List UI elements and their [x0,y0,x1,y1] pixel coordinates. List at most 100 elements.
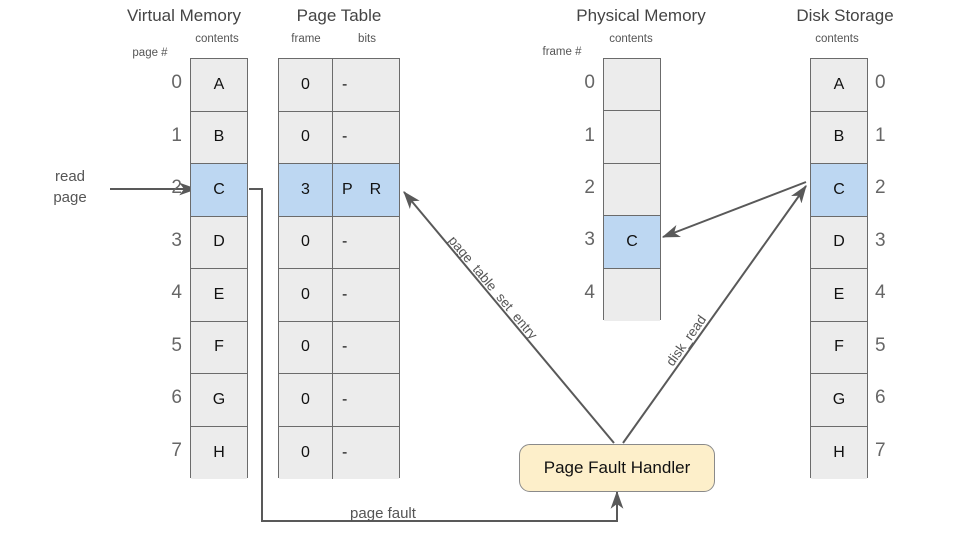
page-table-frame-header: frame [291,33,321,45]
physical-memory-row [604,111,660,164]
physical-memory-cell-contents [604,268,660,321]
virtual-memory-index: 5 [171,334,182,356]
page-table-cell-bits: - [333,269,399,321]
disk-storage-index: 4 [875,282,886,304]
disk-storage-row: A [811,59,867,112]
virtual-memory-index: 7 [171,439,182,461]
page-table-cell-bits: - [333,321,399,373]
physical-memory-cell-contents [604,163,660,216]
virtual-memory-index: 0 [171,72,182,94]
virtual-memory-cell-contents: E [191,269,247,321]
read-page-line1: read [54,168,86,185]
page-table-cell-bits: - [333,111,399,163]
page-table-cell-frame: 0 [279,426,333,479]
page-table-row: 0- [279,111,399,164]
physical-memory-index: 4 [584,281,595,303]
virtual-memory-cell-contents: A [191,59,247,111]
physical-memory-index: 0 [584,72,595,94]
disk-storage-index: 6 [875,387,886,409]
virtual-memory-index: 2 [171,177,182,199]
disk-storage-row: F [811,321,867,374]
page-table-row: 0- [279,321,399,374]
page-table-cell-frame: 0 [279,321,333,373]
disk-storage-row: C [811,164,867,217]
disk-storage-cell-contents: B [811,111,867,163]
disk-storage-cell-contents: G [811,374,867,426]
disk-storage-index: 0 [875,72,886,94]
virtual-memory-index: 4 [171,282,182,304]
physical-memory-row [604,163,660,217]
disk-storage-row: D [811,216,867,269]
page-table-cell-frame: 0 [279,216,333,268]
physical-memory-cell-contents: C [604,216,660,268]
page-fault-handler-box[interactable]: Page Fault Handler [519,444,715,492]
disk-storage-row: E [811,269,867,322]
page-table-cell-frame: 0 [279,59,333,111]
disk-storage-index: 1 [875,124,886,146]
virtual-memory-cell-contents: H [191,426,247,479]
page-table-cell-frame: 3 [279,164,333,216]
virtual-memory-index: 1 [171,124,182,146]
virtual-memory-index-header: page # [132,47,168,59]
virtual-memory-cell-contents: F [191,321,247,373]
disk-storage-contents-header: contents [815,33,859,45]
virtual-memory-row: C [191,164,247,217]
virtual-memory-row: H [191,426,247,479]
disk-storage-cell-contents: E [811,269,867,321]
page-fault-label: page fault [350,505,416,522]
physical-memory-row [604,59,660,112]
disk-storage-row: B [811,111,867,164]
read-page-line2: page [53,189,87,206]
page-table-cell-bits: - [333,216,399,268]
physical-memory-cell-contents [604,111,660,163]
page-table-row: 0- [279,374,399,427]
page-table-cell-bits: - [333,374,399,426]
wire-disk-read [622,185,807,444]
virtual-memory-row: G [191,374,247,427]
virtual-memory-row: F [191,321,247,374]
page-table-cell-frame: 0 [279,374,333,426]
disk-storage-cell-contents: D [811,216,867,268]
physical-memory-index-header: frame # [542,46,582,58]
page-table-cell-bits: - [333,426,399,479]
disk-storage-row: H [811,426,867,479]
physical-memory-title: Physical Memory [576,6,706,25]
page-table-cell-frame: 0 [279,269,333,321]
page-table-bit-referenced: R [369,180,382,198]
page-table-row: 0- [279,216,399,269]
physical-memory-cell-contents [604,59,660,111]
wire-disk-to-physical [661,181,807,238]
virtual-memory-cell-contents: B [191,111,247,163]
disk-storage-index: 7 [875,439,886,461]
physical-memory-table: C [603,58,661,321]
disk-storage-index: 3 [875,229,886,251]
page-table-bits-header: bits [358,33,376,45]
virtual-memory-title: Virtual Memory [127,6,241,25]
virtual-memory-index: 3 [171,229,182,251]
virtual-memory-row: B [191,111,247,164]
virtual-memory-index: 6 [171,387,182,409]
disk-storage-row: G [811,374,867,427]
wire-page-table-set-entry [403,191,615,444]
disk-storage-cell-contents: F [811,321,867,373]
physical-memory-index: 1 [584,124,595,146]
physical-memory-index: 3 [584,229,595,251]
virtual-memory-cell-contents: D [191,216,247,268]
page-table-title: Page Table [296,6,382,25]
disk-storage-title: Disk Storage [796,6,894,25]
virtual-memory-row: D [191,216,247,269]
page-table-row: 0- [279,59,399,112]
page-table-row: 0- [279,269,399,322]
virtual-memory-contents-header: contents [195,33,239,45]
disk-storage-index: 2 [875,177,886,199]
page-table-bit-present: P [342,180,353,198]
physical-memory-row: C [604,216,660,269]
virtual-memory-cell-contents: C [191,164,247,216]
page-table-cell-frame: 0 [279,111,333,163]
